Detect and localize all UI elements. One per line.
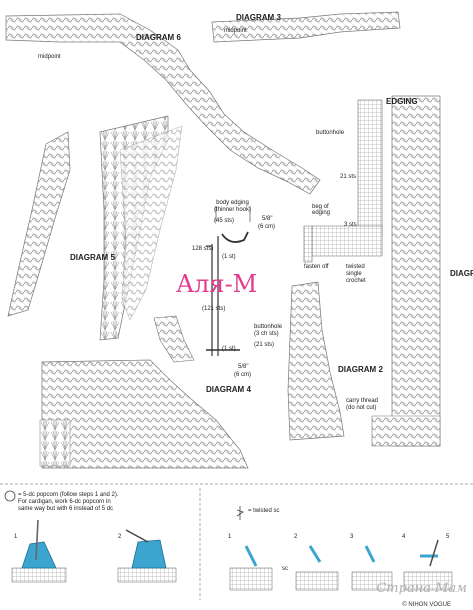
body-edging-label: body edging (thinner hook) xyxy=(214,200,252,213)
edging-beg-label: beg of edging xyxy=(312,204,331,216)
assembly-diagram xyxy=(206,206,251,356)
twisted-step-2-number: 2 xyxy=(294,534,298,540)
sts-45-label: (45 sts) xyxy=(214,218,235,224)
twisted-step-3-number: 3 xyxy=(350,534,354,540)
right-diagram-title: DIAGRAM xyxy=(450,269,473,278)
sc-step-label: sc xyxy=(282,566,288,572)
diagram-4-chart xyxy=(39,315,249,469)
popcorn-step-2-number: 2 xyxy=(118,534,122,540)
watermark-text: Аля-М xyxy=(176,270,258,298)
popcorn-step-1-number: 1 xyxy=(14,534,18,540)
diagram-6-chart xyxy=(5,13,321,195)
twisted-step-4-number: 4 xyxy=(402,534,406,540)
diagram-4-title: DIAGRAM 4 xyxy=(206,385,251,394)
popcorn-legend-text: = 5-dc popcorn (follow steps 1 and 2). F… xyxy=(18,492,119,513)
edging-21-sts-label: 21 sts xyxy=(340,174,357,180)
diagram-3-chart xyxy=(211,11,401,43)
carry-thread-label: carry thread (do not cut) xyxy=(346,398,379,411)
diagram-2-title: DIAGRAM 2 xyxy=(338,365,383,374)
one-st-a-label: (1 st) xyxy=(222,254,236,260)
edging-chart xyxy=(303,99,383,263)
twisted-sc-steps-illustration xyxy=(229,539,453,591)
credit-text: © NIHON VOGUE xyxy=(402,602,451,608)
diagram-6-title: DIAGRAM 6 xyxy=(136,33,181,42)
sts-121-label: (121 sts) xyxy=(202,306,226,312)
twisted-step-1-number: 1 xyxy=(228,534,232,540)
cm-6-bottom-label: (6 cm) xyxy=(234,372,251,378)
popcorn-step-2-illustration xyxy=(117,529,177,583)
edging-buttonhole-label: buttonhole xyxy=(316,130,345,136)
diagram-3-midpoint-label: midpoint xyxy=(224,28,247,34)
diagram-3-title: DIAGRAM 3 xyxy=(236,13,281,22)
diagram-5-title: DIAGRAM 5 xyxy=(70,253,115,262)
one-st-b-label: (1 st) xyxy=(222,346,236,352)
edging-3-sts-label: 3 sts xyxy=(344,222,357,228)
diagram-6-midpoint-label: midpoint xyxy=(38,54,61,60)
twisted-sc-symbol-icon xyxy=(236,506,244,520)
right-diagram-chart xyxy=(371,95,441,447)
edging-fasten-off-label: fasten off xyxy=(304,264,329,270)
frac-58-bottom-label: 5/8" xyxy=(238,364,249,370)
edging-title: EDGING xyxy=(386,97,418,106)
diagram-2-chart xyxy=(287,281,345,441)
frac-58-top-label: 5/8" xyxy=(262,216,273,222)
sts-128-label: 128 sts) xyxy=(192,246,214,252)
center-buttonhole-label: buttonhole (3 ch sts) xyxy=(254,324,283,337)
twisted-step-5-number: 5 xyxy=(446,534,450,540)
legend-divider xyxy=(0,483,473,600)
brand-watermark: Страна Мам xyxy=(376,581,467,596)
popcorn-step-1-illustration xyxy=(11,519,67,583)
cm-6-top-label: (6 cm) xyxy=(258,224,275,230)
popcorn-symbol-icon xyxy=(4,490,16,502)
sts-21-center-label: (21 sts) xyxy=(254,342,275,348)
edging-twisted-label: twisted single crochet xyxy=(346,264,366,284)
diagram-5-chart xyxy=(7,115,183,341)
twisted-sc-legend-text: = twisted sc xyxy=(248,508,280,514)
